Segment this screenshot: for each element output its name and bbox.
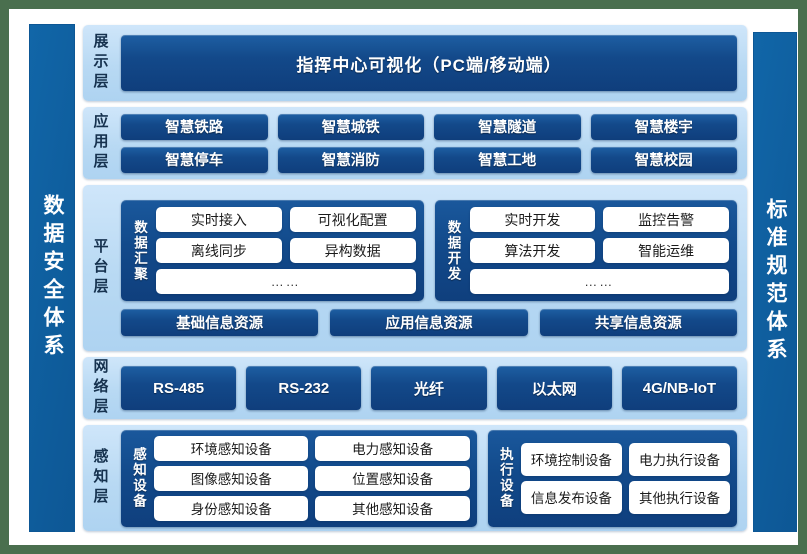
application-item[interactable]: 智慧工地 <box>434 146 581 173</box>
platform-grid-row: 算法开发 智能运维 <box>469 238 729 263</box>
sensing-group-grid: 环境感知设备 电力感知设备 图像感知设备 位置感知设备 身份感知设备 其他感知设… <box>154 435 470 521</box>
application-row-2: 智慧停车 智慧消防 智慧工地 智慧校园 <box>117 146 747 173</box>
pillar-standards: 标准规范体系 <box>754 33 796 531</box>
network-row: RS-485 RS-232 光纤 以太网 4G/NB-IoT <box>117 366 747 410</box>
network-item[interactable]: 光纤 <box>371 366 487 410</box>
platform-item[interactable]: 监控告警 <box>603 207 729 232</box>
pillar-right-label: 标准规范体系 <box>764 198 788 366</box>
sensing-item[interactable]: 图像感知设备 <box>154 465 309 491</box>
sensing-grid-row: 身份感知设备 其他感知设备 <box>154 495 470 521</box>
platform-item-ellipsis[interactable]: …… <box>469 269 729 294</box>
layer-network-label-text: 网络层 <box>91 358 109 418</box>
platform-item-ellipsis[interactable]: …… <box>156 269 416 294</box>
layer-sensing-body: 感知设备 环境感知设备 电力感知设备 图像感知设备 位置感知设备 身份感知设备 <box>117 425 747 531</box>
layer-sensing-label-text: 感知层 <box>91 448 109 508</box>
network-item[interactable]: 4G/NB-IoT <box>621 366 738 410</box>
layer-platform-label-text: 平台层 <box>91 238 109 298</box>
resource-item[interactable]: 共享信息资源 <box>539 309 737 336</box>
platform-item[interactable]: 异构数据 <box>289 238 416 263</box>
platform-grid-row-ellipsis: …… <box>469 269 729 294</box>
layer-application-label: 应用层 <box>83 107 117 179</box>
layer-display: 展示层 指挥中心可视化（PC端/移动端） <box>83 25 747 101</box>
pillar-data-security: 数据安全体系 <box>30 25 74 531</box>
platform-group-grid: 实时接入 可视化配置 离线同步 异构数据 …… <box>156 207 416 294</box>
platform-group-container: 数据汇聚 实时接入 可视化配置 离线同步 异构数据 …… <box>121 200 737 301</box>
layer-platform: 平台层 数据汇聚 实时接入 可视化配置 离线同步 异构数据 <box>83 185 747 351</box>
sensing-group-title: 感知设备 <box>128 436 148 521</box>
application-item[interactable]: 智慧停车 <box>121 146 268 173</box>
pillar-left-label: 数据安全体系 <box>41 194 65 362</box>
network-item[interactable]: 以太网 <box>496 366 612 410</box>
layer-network-label: 网络层 <box>83 357 117 419</box>
application-item[interactable]: 智慧铁路 <box>121 113 268 140</box>
application-item[interactable]: 智慧校园 <box>590 146 737 173</box>
actuator-grid-row: 环境控制设备 电力执行设备 <box>520 442 730 476</box>
actuator-group-title: 执行设备 <box>495 436 515 521</box>
platform-item[interactable]: 智能运维 <box>603 238 729 263</box>
sensing-group-title-text: 感知设备 <box>131 447 146 509</box>
platform-grid-row: 离线同步 异构数据 <box>156 238 416 263</box>
sensing-group-container: 感知设备 环境感知设备 电力感知设备 图像感知设备 位置感知设备 身份感知设备 <box>121 429 737 527</box>
layer-display-label: 展示层 <box>83 25 117 101</box>
sensing-group-actuators: 执行设备 环境控制设备 电力执行设备 信息发布设备 其他执行设备 <box>487 429 737 527</box>
layer-platform-label: 平台层 <box>83 185 117 351</box>
layer-application: 应用层 智慧铁路 智慧城铁 智慧隧道 智慧楼宇 智慧停车 智慧消防 智慧工地 智… <box>83 107 747 179</box>
sensing-grid-row: 环境感知设备 电力感知设备 <box>154 435 470 461</box>
layer-platform-body: 数据汇聚 实时接入 可视化配置 离线同步 异构数据 …… <box>117 185 747 351</box>
application-item[interactable]: 智慧隧道 <box>434 113 581 140</box>
platform-group-data-aggregation: 数据汇聚 实时接入 可视化配置 离线同步 异构数据 …… <box>121 200 424 301</box>
actuator-item[interactable]: 环境控制设备 <box>520 442 622 476</box>
resource-item[interactable]: 基础信息资源 <box>121 309 319 336</box>
platform-item[interactable]: 可视化配置 <box>289 207 416 232</box>
actuator-item[interactable]: 电力执行设备 <box>628 442 730 476</box>
layer-network-body: RS-485 RS-232 光纤 以太网 4G/NB-IoT <box>117 357 747 419</box>
network-item[interactable]: RS-485 <box>121 366 237 410</box>
application-item[interactable]: 智慧楼宇 <box>590 113 737 140</box>
layer-application-body: 智慧铁路 智慧城铁 智慧隧道 智慧楼宇 智慧停车 智慧消防 智慧工地 智慧校园 <box>117 107 747 179</box>
layer-network: 网络层 RS-485 RS-232 光纤 以太网 4G/NB-IoT <box>83 357 747 419</box>
layer-display-label-text: 展示层 <box>91 33 109 93</box>
platform-resource-row: 基础信息资源 应用信息资源 共享信息资源 <box>121 309 737 336</box>
platform-item[interactable]: 实时开发 <box>469 207 596 232</box>
actuator-item[interactable]: 其他执行设备 <box>628 480 730 514</box>
platform-group-title: 数据开发 <box>443 207 463 294</box>
platform-group-title-text: 数据汇聚 <box>132 219 147 282</box>
layer-display-body: 指挥中心可视化（PC端/移动端） <box>117 25 747 101</box>
platform-group-grid: 实时开发 监控告警 算法开发 智能运维 …… <box>469 207 729 294</box>
platform-group-title: 数据汇聚 <box>129 207 149 294</box>
sensing-item[interactable]: 身份感知设备 <box>154 495 309 521</box>
application-item[interactable]: 智慧城铁 <box>277 113 424 140</box>
sensing-group-sensors: 感知设备 环境感知设备 电力感知设备 图像感知设备 位置感知设备 身份感知设备 <box>121 429 477 527</box>
platform-group-title-text: 数据开发 <box>445 219 461 282</box>
sensing-item[interactable]: 其他感知设备 <box>315 495 470 521</box>
sensing-item[interactable]: 电力感知设备 <box>315 435 470 461</box>
application-row-1: 智慧铁路 智慧城铁 智慧隧道 智慧楼宇 <box>117 113 747 140</box>
actuator-group-title-text: 执行设备 <box>497 447 513 509</box>
display-banner-box[interactable]: 指挥中心可视化（PC端/移动端） <box>121 35 737 91</box>
platform-grid-row: 实时接入 可视化配置 <box>156 207 416 232</box>
sensing-item[interactable]: 环境感知设备 <box>154 435 309 461</box>
actuator-group-grid: 环境控制设备 电力执行设备 信息发布设备 其他执行设备 <box>520 436 730 521</box>
actuator-grid-row: 信息发布设备 其他执行设备 <box>520 480 730 514</box>
network-item[interactable]: RS-232 <box>246 366 362 410</box>
platform-item[interactable]: 离线同步 <box>156 238 282 263</box>
platform-item[interactable]: 算法开发 <box>469 238 596 263</box>
application-item[interactable]: 智慧消防 <box>277 146 424 173</box>
platform-group-data-development: 数据开发 实时开发 监控告警 算法开发 智能运维 …… <box>434 200 737 301</box>
diagram-canvas: 数据安全体系 标准规范体系 展示层 指挥中心可视化（PC端/移动端） 应用层 智… <box>9 9 798 545</box>
platform-grid-row-ellipsis: …… <box>156 269 416 294</box>
platform-grid-row: 实时开发 监控告警 <box>469 207 729 232</box>
layer-application-label-text: 应用层 <box>91 113 109 173</box>
sensing-grid-row: 图像感知设备 位置感知设备 <box>154 465 470 491</box>
resource-item[interactable]: 应用信息资源 <box>330 309 528 336</box>
platform-item[interactable]: 实时接入 <box>156 207 282 232</box>
layer-sensing: 感知层 感知设备 环境感知设备 电力感知设备 图像感知设备 位置感 <box>83 425 747 531</box>
sensing-item[interactable]: 位置感知设备 <box>315 465 470 491</box>
actuator-item[interactable]: 信息发布设备 <box>520 480 622 514</box>
layer-sensing-label: 感知层 <box>83 425 117 531</box>
